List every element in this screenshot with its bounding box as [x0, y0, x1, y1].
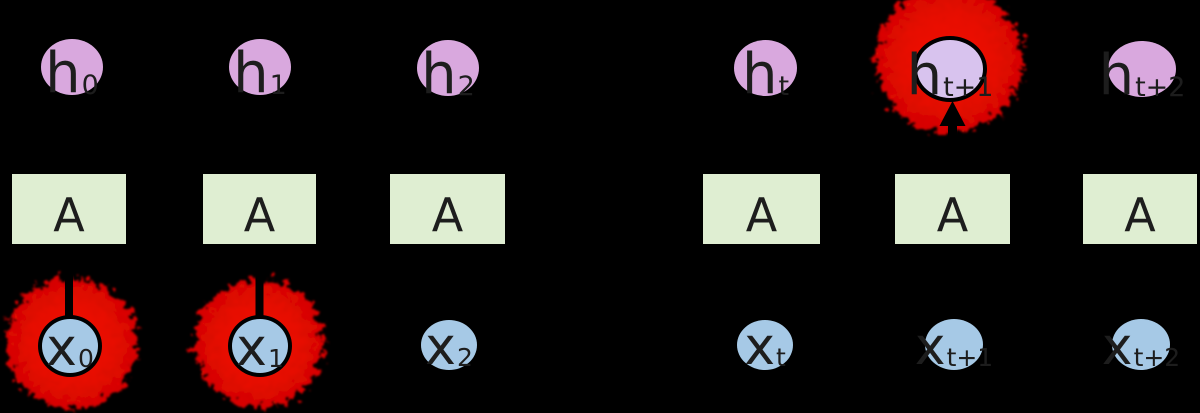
- arrowhead-a0-to-a1: [184, 199, 201, 219]
- rnn-cell-a4: A: [895, 174, 1010, 244]
- rnn-cell-a3: A: [703, 174, 820, 244]
- arrowhead-a2-to-h2: [436, 99, 459, 121]
- arrowhead-xt-to-a3: [751, 247, 774, 268]
- arrowhead-a2-to-a3: [686, 199, 703, 219]
- arrowhead-a0-to-h0: [58, 99, 80, 121]
- arrowhead-x0-to-a0: [58, 247, 80, 268]
- rnn-cell-a5: A: [1083, 174, 1197, 244]
- arrows: [58, 99, 1151, 320]
- rnn-cell-a3-label: A: [745, 188, 778, 242]
- rnn-cell-a0: A: [12, 174, 126, 244]
- arrowhead-xt2-to-a5: [1129, 247, 1151, 268]
- rnn-cell-a1-label: A: [243, 188, 276, 242]
- rnn-cell-a5-label: A: [1124, 188, 1156, 242]
- arrowhead-xt1-to-a4: [941, 247, 964, 268]
- rnn-cell-a2: A: [390, 174, 505, 244]
- rnn-cell-a2-label: A: [431, 188, 464, 242]
- arrowhead-a5-to-ht2: [1129, 99, 1151, 121]
- rnn-cell-a1: A: [203, 174, 316, 244]
- highlight-blobs: [5, 0, 1024, 410]
- rnn-cell-a4-label: A: [936, 188, 969, 242]
- arrowhead-a3-to-ht: [751, 99, 774, 121]
- rnn-cell-a0-label: A: [53, 188, 85, 242]
- arrowhead-a4-to-ht1: [939, 101, 966, 126]
- arrowhead-a3-to-a4: [875, 199, 893, 219]
- arrowhead-a4-to-a5: [1063, 199, 1081, 219]
- arrowhead-a1-to-h1: [248, 99, 271, 121]
- arrowhead-x1-to-a1: [248, 247, 271, 268]
- arrowhead-x2-to-a2: [436, 247, 459, 268]
- arrowhead-a1-to-a2: [370, 199, 388, 219]
